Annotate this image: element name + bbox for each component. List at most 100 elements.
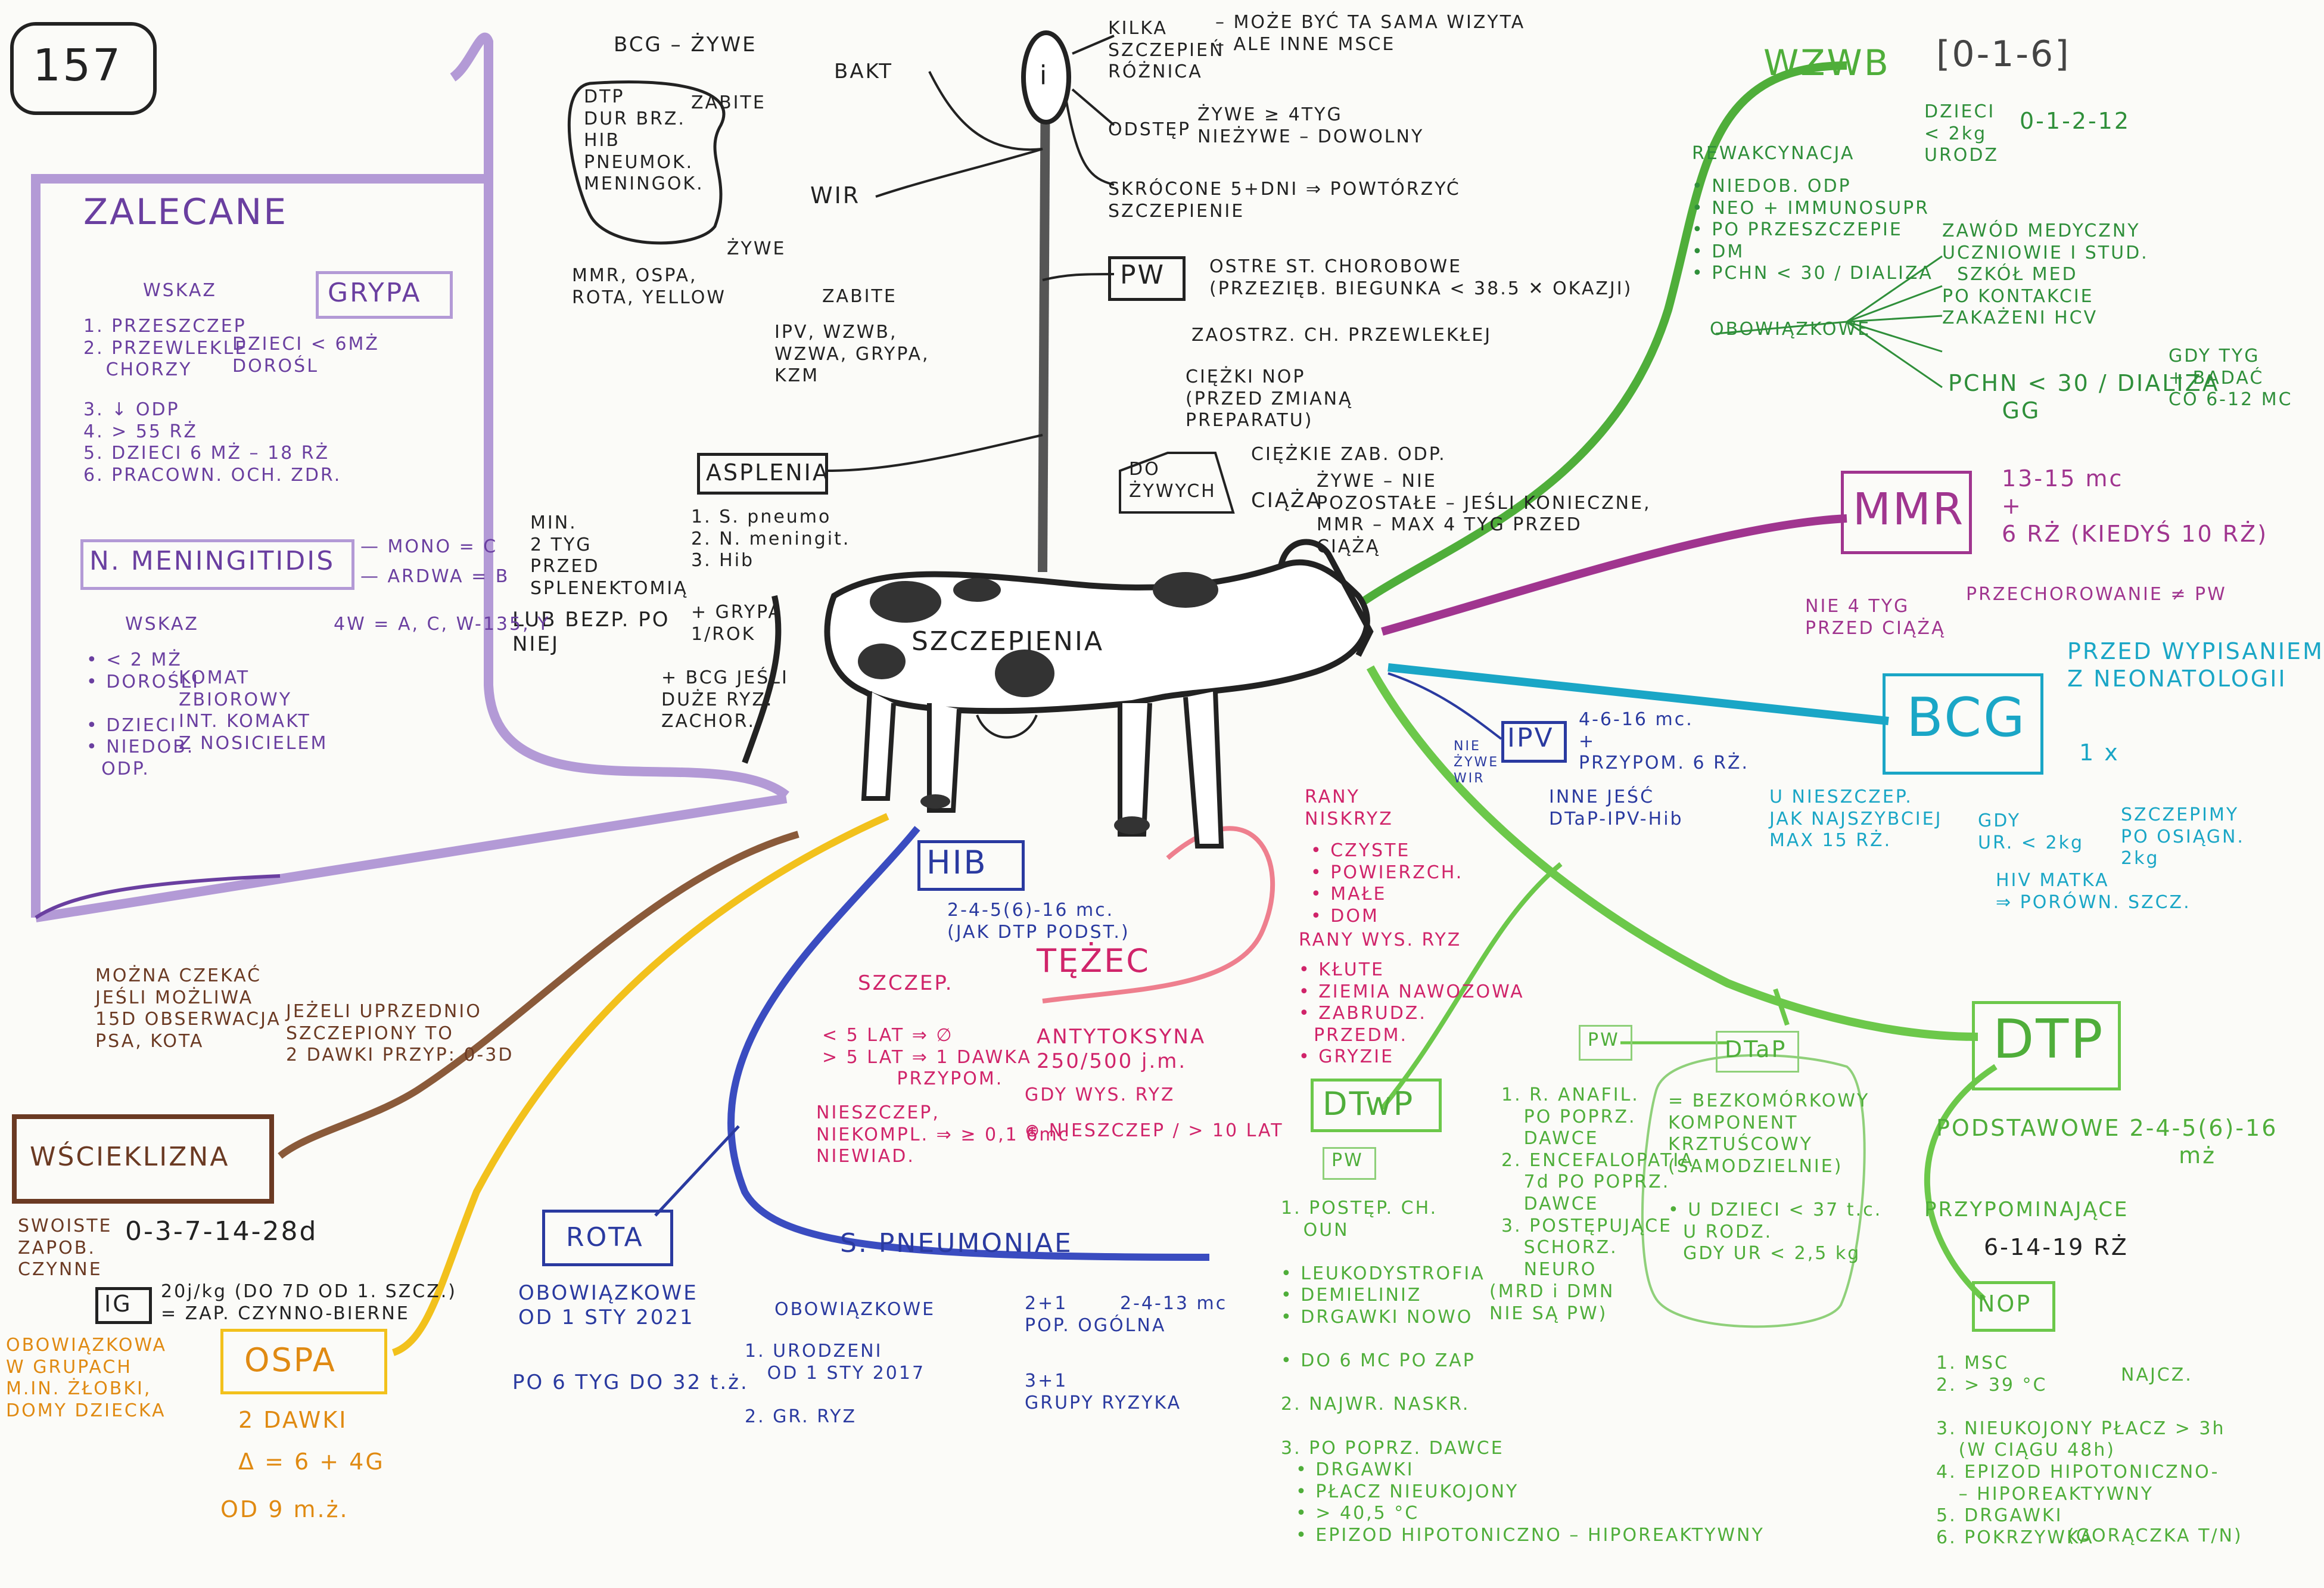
tezec-rany-wys-list: • KŁUTE • ZIEMIA NAWOZOWA • ZABRUDZ. PRZ… [1299, 959, 1525, 1068]
do-zywych-notes: CIĘŻKIE ZAB. ODP. [1251, 444, 1446, 465]
rota-po: PO 6 TYG DO 32 t.ż. [512, 1371, 749, 1394]
wzwb-title: WZWB [1763, 42, 1890, 84]
zalecane-frame [31, 174, 489, 918]
bcg-gdy: GDY UR. < 2kg [1978, 810, 2084, 853]
pw-box [1108, 256, 1186, 301]
pneumo-3plus1: 3+1 GRUPY RYZYKA [1025, 1371, 1182, 1413]
ipv-inne: INNE JEŚĆ DTaP-IPV-Hib [1549, 787, 1684, 829]
link-dtp [1366, 665, 1978, 1041]
grypa-list-2: 3. ↓ ODP 4. > 55 RŻ 5. DZIECI 6 MŻ – 18 … [83, 399, 342, 486]
dtwp-list: 1. POSTĘP. CH. OUN • LEUKODYSTROFIA • DE… [1281, 1198, 1765, 1546]
wir-label: WIR [810, 182, 861, 209]
wir-zywe-list: MMR, OSPA, ROTA, YELLOW [572, 265, 726, 308]
odstep-notes: ŻYWE ≥ 4TYG NIEŻYWE – DOWOLNY [1197, 104, 1424, 147]
asplenia-grypa: + GRYPA 1/ROK [691, 602, 782, 645]
dtap-pw-box [1579, 1025, 1632, 1061]
tezec-szczep: SZCZEP. [858, 971, 954, 995]
pneumo-title: S. PNEUMONIAE [840, 1228, 1073, 1258]
tezec-rany-nisk-list: • CZYSTE • POWIERZCH. • MAŁE • DOM [1311, 840, 1464, 927]
dtp-title: DTP [1993, 1008, 2105, 1071]
link-pw [1042, 273, 1115, 281]
do-zywych-label: DO ŻYWYCH [1129, 459, 1217, 502]
ipv-title: IPV [1507, 723, 1554, 753]
question-stick [1038, 65, 1050, 573]
do-zywych-frame [1119, 452, 1235, 514]
link-wzwb [1343, 61, 1847, 617]
tezec-gdy: GDY WYS. RYZ [1025, 1084, 1175, 1105]
wzwb-fan [1715, 255, 1943, 389]
cow-icon [742, 539, 1374, 849]
asplenia-bcg: + BCG JEŚLI DUŻE RYZ. ZACHOR. [661, 667, 789, 732]
nop-title: NOP [1978, 1291, 2032, 1317]
mmr-age: 13-15 mc + 6 RŻ (KIEDYŚ 10 RŻ) [2002, 465, 2269, 547]
grypa-box [316, 271, 453, 319]
link-top-notes [1065, 35, 1115, 186]
tezec-rany-wys: RANY WYS. RYZ [1299, 930, 1462, 950]
zalecane-underline [35, 874, 281, 919]
mening-side: KOMAT ZBIOROWY INT. KOMAKT Z NOSICIELEM [179, 667, 328, 754]
grypa-list: 1. PRZESZCZEP 2. PRZEWLEKLE CHORZY [83, 316, 248, 381]
nop-side2: (GORĄCZKA T/N) [2067, 1525, 2243, 1546]
tezec-antytoksyna: ANTYTOKSYNA 250/500 j.m. [1037, 1025, 1206, 1074]
dtap-bubble [1641, 1054, 1866, 1328]
wscieklizna-note1: MOŻNA CZEKAĆ JEŚLI MOŻLIWA 15D OBSERWACJ… [95, 965, 281, 1052]
ospa-od: OD 9 m.ż. [220, 1496, 349, 1522]
bcg-gdy-res: SZCZEPIMY PO OSIĄGN. 2kg [2121, 804, 2245, 869]
dtwp-box [1311, 1079, 1442, 1132]
mening-wskaz: WSKAZ [125, 614, 199, 635]
kilka-notes: – MOŻE BYĆ TA SAMA WIZYTA – ALE INNE MSC… [1215, 12, 1526, 55]
bakt-list-bubble [567, 80, 726, 245]
wir-zabite-label: ZABITE [822, 286, 897, 307]
dtap-box [1716, 1031, 1799, 1073]
link-rota [654, 1125, 740, 1217]
dtap-desc: = BEZKOMÓRKOWY KOMPONENT KRZTUŚCOWY (SAM… [1668, 1090, 1883, 1264]
link-asplenia [827, 434, 1043, 472]
dtap-pw-footer: (MRD i DMN NIE SĄ PW) [1489, 1281, 1615, 1324]
tezec-title: TĘŻEC [1037, 942, 1150, 980]
dtp-przyp: PRZYPOMINAJĄCE [1924, 1198, 2129, 1222]
mmr-box [1841, 471, 1972, 554]
ciaza-notes: ŻYWE – NIE POZOSTAŁE – JEŚLI KONIECZNE, … [1317, 471, 1651, 557]
pneumo-2plus1: 2+1 POP. OGÓLNA [1025, 1293, 1166, 1336]
ospa-delta: Δ = 6 + 4G [238, 1449, 385, 1475]
ig-label: IG [104, 1291, 132, 1317]
mmr-title: MMR [1853, 484, 1965, 535]
pw-note-nop: CIĘŻKI NOP (PRZED ZMIANĄ PREPARATU) [1186, 366, 1353, 431]
wscieklizna-swoiste: SWOISTE ZAPOB. CZYNNE [18, 1216, 113, 1281]
center-title: SZCZEPIENIA [911, 626, 1105, 657]
link-dtwp [1380, 862, 1563, 1110]
dtap-pw-list: 1. R. ANAFIL. PO POPRZ. DAWCE 2. ENCEFAL… [1501, 1084, 1694, 1280]
asplenia-label: ASPLENIA [706, 459, 830, 486]
dtp-podst: PODSTAWOWE 2-4-5(6)-16 mż [1936, 1115, 2278, 1169]
ipv-box [1501, 721, 1567, 763]
wscieklizna-box [12, 1114, 274, 1204]
rota-notes: OBOWIĄZKOWE OD 1 STY 2021 [518, 1281, 698, 1330]
wir-zabite-list: IPV, WZWB, WZWA, GRYPA, KZM [774, 322, 930, 387]
link-wscieklizna [278, 831, 799, 1159]
ospa-left: OBOWIĄZKOWA W GRUPACH M.IN. ŻŁOBKI, DOMY… [6, 1335, 167, 1421]
tezec-rany-nisk: RANY NISKRYZ [1305, 787, 1393, 829]
dtap-title: DTaP [1725, 1036, 1787, 1062]
page-number-frame [10, 22, 157, 115]
bcg-left: U NIESZCZEP. JAK NAJSZYBCIEJ MAX 15 RŻ. [1769, 787, 1943, 852]
link-dtap [1773, 988, 1790, 1026]
tezec-gdy2: ⊕ NIESZCZEP / > 10 LAT [1025, 1120, 1284, 1141]
mening-ardwa: — ARDWA = B [360, 566, 510, 587]
zabite-label: ZABITE [691, 92, 766, 113]
bcg-hiv: HIV MATKA ⇒ PORÓWN. SZCZ. [1996, 870, 2191, 913]
mening-label: N. MENINGITIDIS [89, 546, 335, 576]
wir-zywe-label: ŻYWE [727, 238, 786, 259]
link-pneumo [727, 826, 1210, 1261]
link-bcg [1387, 663, 1889, 725]
zalecane-ribbon [450, 32, 789, 800]
mening-mono: — MONO = C [360, 536, 498, 557]
hib-notes: 2-4-5(6)-16 mc. (JAK DTP PODST.) [947, 900, 1130, 943]
mmr-przechorowanie: PRZECHOROWANIE ≠ PW [1966, 584, 2227, 605]
dtp-box [1972, 1001, 2121, 1090]
mening-4w: 4W = A, C, W-135, Y [334, 614, 550, 635]
hib-box [917, 840, 1025, 891]
pneumo-2plus1-schedule: 2-4-13 mc [1120, 1293, 1228, 1314]
wzwb-obow: OBOWIĄZKOWE [1710, 319, 1871, 340]
ospa-box [220, 1329, 387, 1394]
